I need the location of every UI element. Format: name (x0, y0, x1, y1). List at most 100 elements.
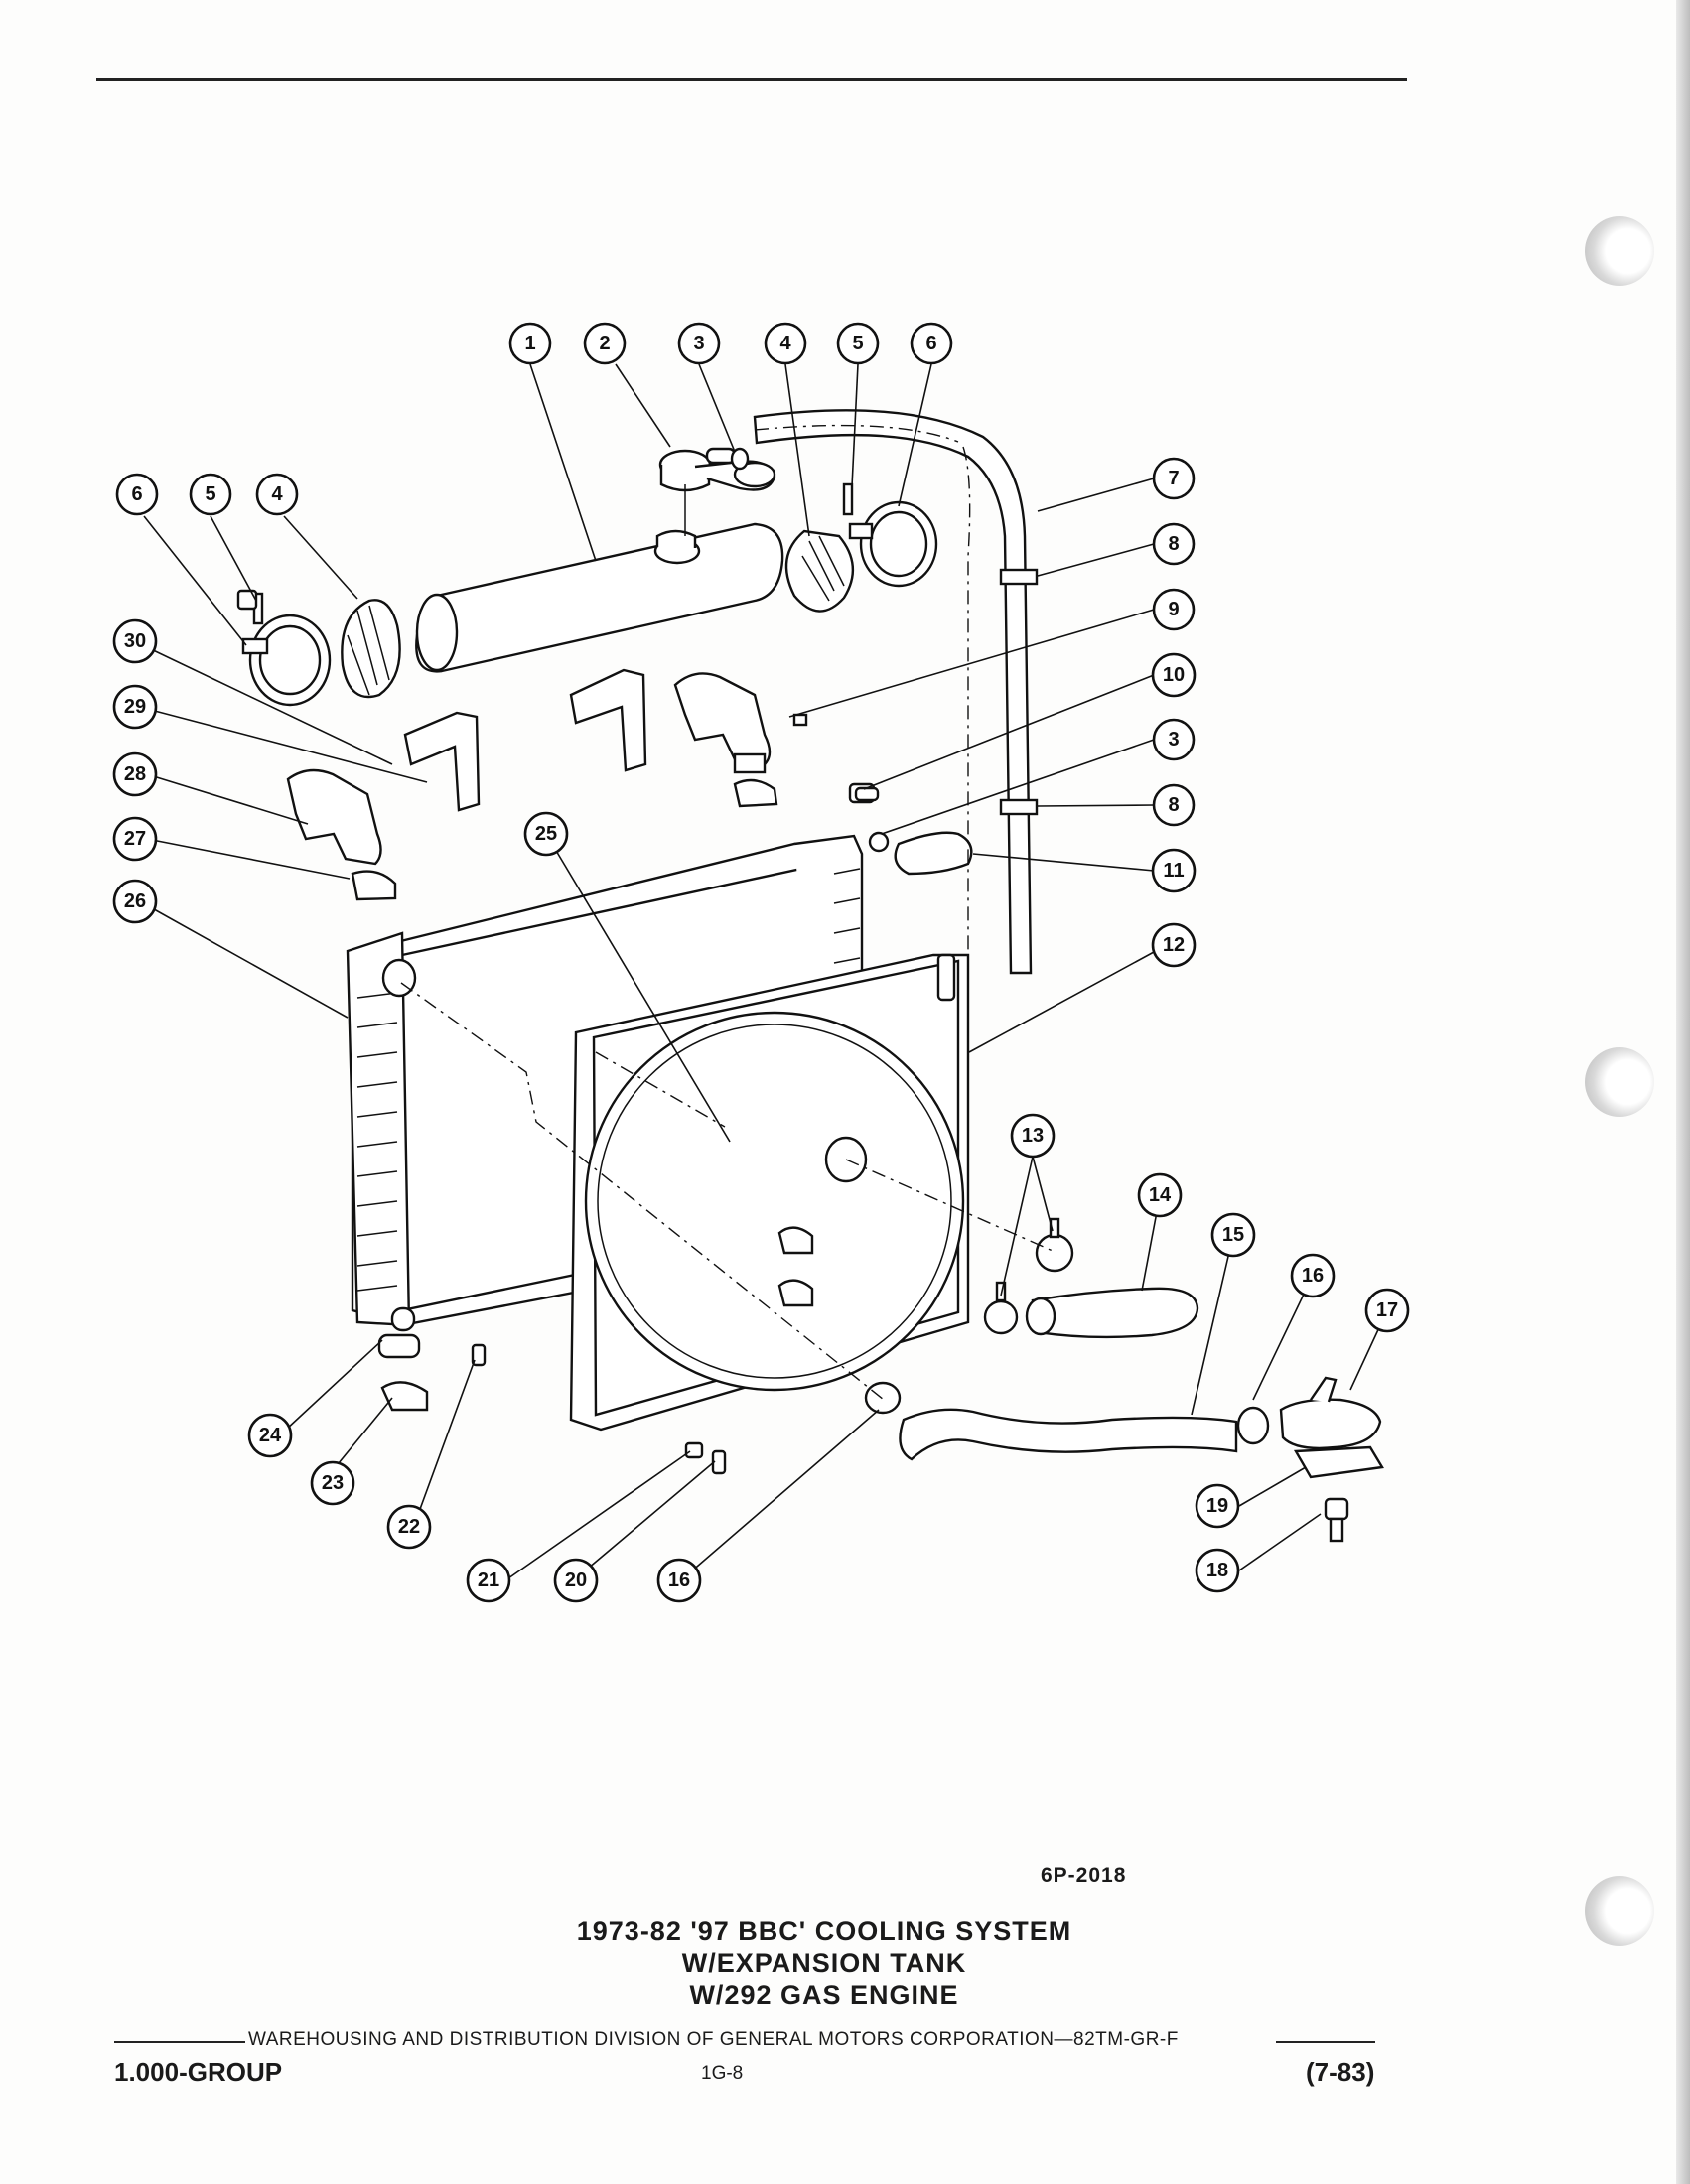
svg-text:8: 8 (1168, 533, 1179, 555)
svg-text:24: 24 (259, 1425, 282, 1446)
callout-6: 6 (910, 322, 953, 365)
svg-text:16: 16 (668, 1570, 690, 1591)
callout-18: 18 (1195, 1548, 1240, 1593)
svg-text:23: 23 (322, 1472, 344, 1494)
svg-text:1: 1 (524, 333, 535, 354)
footer-revision: (7-83) (1306, 2057, 1375, 2087)
footer-page-number: 1G-8 (701, 2063, 744, 2084)
callout-11: 11 (1151, 848, 1197, 893)
overflow-hose-7 (753, 409, 1033, 975)
overflow-tube-11 (854, 568, 1039, 876)
footer-group: 1.000-GROUP (114, 2057, 283, 2087)
svg-text:5: 5 (852, 333, 863, 354)
svg-text:19: 19 (1206, 1495, 1228, 1517)
callout-5: 5 (836, 322, 880, 365)
callout-17: 17 (1364, 1288, 1410, 1333)
mounting-brackets (286, 668, 876, 901)
svg-text:4: 4 (779, 333, 791, 354)
callout-25: 25 (523, 811, 569, 857)
callout-13: 13 (1010, 1113, 1056, 1159)
svg-text:12: 12 (1163, 934, 1185, 956)
footer-rule-right (1276, 2041, 1375, 2043)
small-hardware (236, 589, 727, 1475)
leader-lines (143, 363, 1388, 1579)
svg-text:6: 6 (925, 333, 936, 354)
callout-19: 19 (1195, 1483, 1240, 1529)
svg-text:21: 21 (478, 1570, 499, 1591)
svg-text:13: 13 (1022, 1125, 1044, 1147)
callout-9: 9 (1152, 588, 1196, 631)
svg-text:14: 14 (1149, 1184, 1172, 1206)
page-edge-shadow (1676, 0, 1690, 2184)
svg-text:20: 20 (565, 1570, 587, 1591)
small-clamp-3 (730, 447, 750, 471)
callout-23: 23 (310, 1460, 355, 1506)
callout-12: 12 (1151, 922, 1197, 968)
figure-code: 6P-2018 (1041, 1864, 1127, 1887)
hose-clamps-13 (983, 1217, 1074, 1335)
callout-24: 24 (247, 1413, 293, 1458)
callout-14: 14 (1137, 1172, 1183, 1218)
callout-8: 8 (1152, 522, 1196, 566)
caption-line-2: W/EXPANSION TANK (681, 1948, 967, 1978)
fan-shroud (569, 953, 970, 1432)
assembly-line-outlet (845, 1159, 1054, 1252)
callout-22: 22 (386, 1504, 432, 1550)
svg-text:4: 4 (271, 483, 283, 505)
caption-line-1: 1973-82 '97 BBC' COOLING SYSTEM (576, 1916, 1072, 1946)
binder-hole-middle (1585, 1047, 1654, 1117)
svg-text:18: 18 (1206, 1560, 1228, 1581)
callout-2: 2 (583, 322, 627, 365)
svg-text:2: 2 (599, 333, 610, 354)
filler-cap (658, 447, 776, 536)
binder-hole-bottom (1585, 1876, 1654, 1946)
hose-bands-left (241, 592, 401, 707)
callout-15: 15 (1210, 1212, 1256, 1258)
callout-29: 29 (112, 684, 158, 730)
header-rule (96, 78, 1407, 81)
callout-30: 30 (112, 618, 158, 664)
callout-5-left: 5 (189, 473, 232, 516)
callout-20: 20 (553, 1558, 599, 1603)
svg-text:17: 17 (1376, 1299, 1398, 1321)
svg-text:7: 7 (1168, 468, 1179, 489)
svg-text:3: 3 (1168, 729, 1179, 751)
callout-3: 3 (677, 322, 721, 365)
svg-text:11: 11 (1163, 860, 1184, 882)
svg-text:30: 30 (124, 630, 146, 652)
svg-text:22: 22 (398, 1516, 420, 1538)
thermostat-housing (1236, 1376, 1384, 1543)
svg-text:25: 25 (535, 823, 557, 845)
assembly-line-hose-path (962, 446, 971, 1042)
svg-text:9: 9 (1168, 599, 1179, 620)
callout-28: 28 (112, 751, 158, 797)
callout-1: 1 (508, 322, 552, 365)
callout-3-right: 3 (1152, 718, 1196, 761)
assembly-line-shroud (595, 1051, 726, 1128)
binder-hole-top (1585, 216, 1654, 286)
callout-21: 21 (466, 1558, 511, 1603)
svg-text:10: 10 (1163, 664, 1185, 686)
callout-6-left: 6 (115, 473, 159, 516)
assembly-line-lower (400, 982, 885, 1401)
svg-text:3: 3 (693, 333, 704, 354)
callout-16-right: 16 (1290, 1253, 1336, 1298)
svg-text:15: 15 (1222, 1224, 1244, 1246)
svg-text:6: 6 (131, 483, 142, 505)
svg-text:8: 8 (1168, 794, 1179, 816)
expansion-tank (415, 522, 784, 673)
callout-7: 7 (1152, 457, 1196, 500)
svg-text:29: 29 (124, 696, 146, 718)
svg-text:27: 27 (124, 828, 146, 850)
callout-26: 26 (112, 879, 158, 924)
svg-text:16: 16 (1302, 1265, 1324, 1287)
callout-27: 27 (112, 816, 158, 862)
callouts: 1 2 3 4 5 6 7 8 9 10 3 8 11 12 6 5 4 30 … (112, 322, 1410, 1603)
footer-rule-left (114, 2041, 245, 2043)
footer-publisher: WAREHOUSING AND DISTRIBUTION DIVISION OF… (248, 2029, 1179, 2050)
caption-line-3: W/292 GAS ENGINE (689, 1980, 959, 2010)
svg-text:26: 26 (124, 890, 146, 912)
callout-4: 4 (764, 322, 807, 365)
